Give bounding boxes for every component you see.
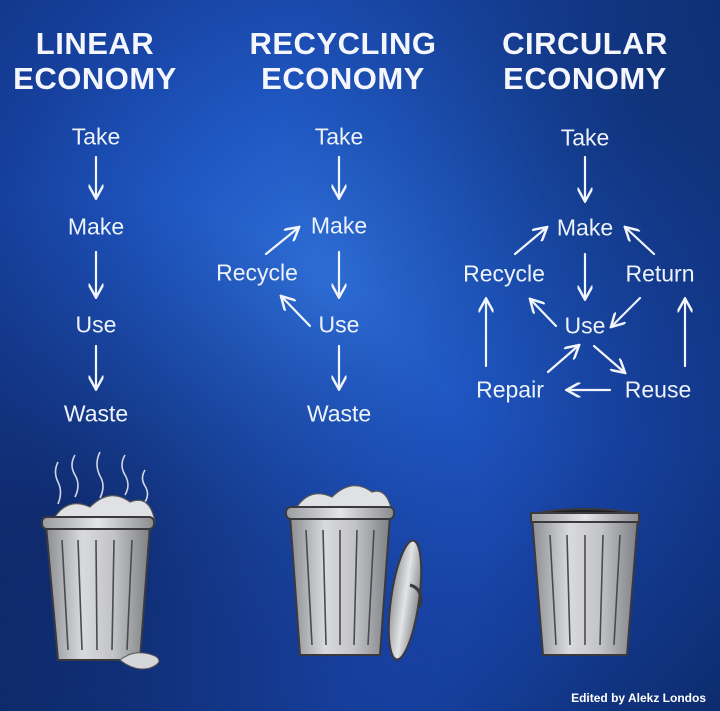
linear-take-label: Take — [71, 123, 121, 150]
linear-economy-title: LINEAR ECONOMY — [0, 26, 215, 96]
empty-trash-can-icon — [530, 508, 640, 656]
circular-return-label: Return — [625, 260, 695, 287]
circular-use-label: Use — [564, 312, 606, 339]
credit-text: Edited by Alekz Londos — [571, 691, 706, 705]
circular-arrow-repair-use — [546, 346, 578, 374]
circular-arrow-use-reuse — [592, 344, 624, 372]
recycling-economy-title: RECYCLING ECONOMY — [223, 26, 463, 96]
linear-waste-label: Waste — [63, 400, 129, 427]
circular-arrow-use-recycle — [531, 300, 558, 328]
recycling-title-line2: ECONOMY — [261, 61, 425, 96]
circular-reuse-label: Reuse — [624, 376, 692, 403]
overflowing-trash-can-icon — [41, 451, 160, 670]
circular-recycle-label: Recycle — [463, 260, 545, 287]
circular-arrow-recycle-make — [513, 228, 546, 256]
linear-title-line1: LINEAR — [35, 26, 155, 61]
recycling-arrow-recycle-make — [264, 228, 298, 256]
linear-use-label: Use — [75, 311, 117, 338]
circular-arrow-return-make — [626, 228, 656, 256]
recycling-waste-label: Waste — [306, 400, 372, 427]
circular-make-label: Make — [556, 214, 614, 241]
recycling-title-line1: RECYCLING — [249, 26, 437, 61]
open-trash-can-icon — [285, 485, 423, 661]
circular-title-line2: ECONOMY — [503, 61, 667, 96]
circular-take-label: Take — [560, 124, 610, 151]
recycling-take-label: Take — [314, 123, 364, 150]
linear-title-line2: ECONOMY — [13, 61, 177, 96]
recycling-recycle-label: Recycle — [216, 259, 298, 286]
circular-title-line1: CIRCULAR — [502, 26, 668, 61]
recycling-arrow-use-recycle — [282, 297, 312, 328]
recycling-use-label: Use — [318, 311, 360, 338]
recycling-make-label: Make — [310, 212, 368, 239]
circular-repair-label: Repair — [476, 376, 544, 403]
linear-make-label: Make — [67, 213, 125, 240]
circular-arrow-return-use — [612, 296, 642, 326]
circular-economy-title: CIRCULAR ECONOMY — [465, 26, 705, 96]
